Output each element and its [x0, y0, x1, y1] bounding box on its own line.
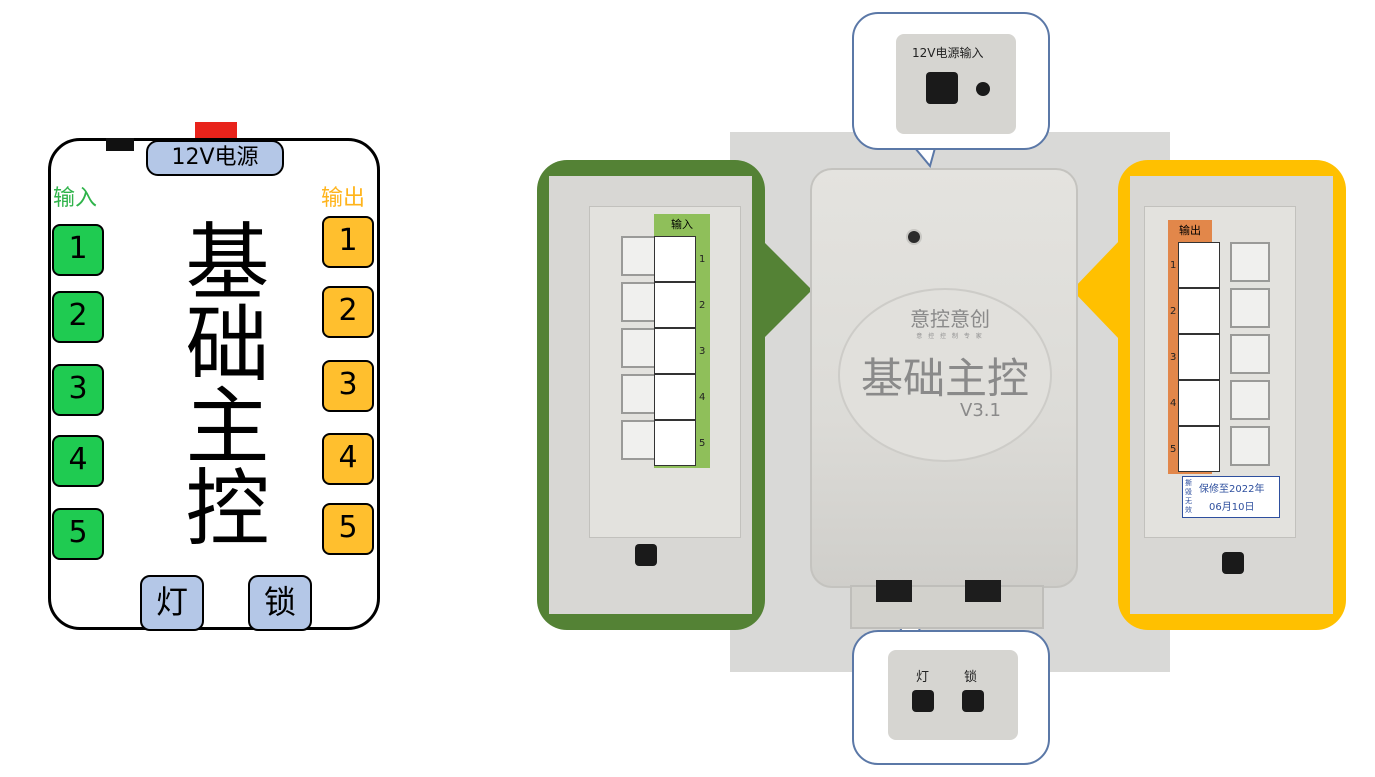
output-side-jack [1222, 552, 1244, 574]
output-label-cell [1178, 242, 1220, 288]
lock-button: 锁 [248, 575, 312, 631]
warranty-line2: 06月10日 [1209, 502, 1255, 513]
brand-logo: 意控意创 [910, 307, 990, 331]
product-name: 基础主控 [860, 354, 1029, 403]
output-port-1: 1 [322, 216, 374, 268]
output-connector-2 [1230, 288, 1270, 328]
schematic-diagram: 12V电源 输入 输出 1 2 3 4 5 1 2 3 4 5 基础主控 灯 锁 [0, 0, 400, 777]
output-label-cell [1178, 288, 1220, 334]
power-input-text: 12V电源输入 [912, 46, 984, 60]
output-num-1: 1 [1170, 260, 1177, 271]
output-strip-label: 输出 [1168, 220, 1212, 242]
output-connector-3 [1230, 334, 1270, 374]
input-label-cell [654, 328, 696, 374]
mount-tab [850, 585, 1044, 629]
lock-dc-jack [962, 690, 984, 712]
input-label-cell [654, 420, 696, 466]
input-port-3: 3 [52, 364, 104, 416]
output-pointer [1072, 240, 1120, 340]
warranty-sticker: 撕毁无效 保修至2022年 06月10日 [1182, 476, 1280, 518]
input-pointer [762, 240, 812, 340]
output-side-callout: 输出 1 2 3 4 5 撕毁无效 保修至2022年 06月10日 [1118, 160, 1346, 630]
input-num-5: 5 [699, 438, 706, 449]
warranty-line1: 保修至2022年 [1199, 484, 1265, 495]
input-num-1: 1 [699, 254, 706, 265]
indicator-tab [106, 138, 134, 151]
output-port-3: 3 [322, 360, 374, 412]
input-port-2: 2 [52, 291, 104, 343]
output-port-2: 2 [322, 286, 374, 338]
top-pointer [912, 147, 937, 169]
input-side-jack [635, 544, 657, 566]
input-port-4: 4 [52, 435, 104, 487]
input-num-4: 4 [699, 392, 706, 403]
warranty-seal: 撕毁无效 [1185, 479, 1192, 514]
output-title: 输出 [321, 186, 366, 211]
input-num-2: 2 [699, 300, 706, 311]
output-connector-1 [1230, 242, 1270, 282]
output-port-5: 5 [322, 503, 374, 555]
input-strip-label: 输入 [654, 214, 710, 236]
lamp-dc-jack [912, 690, 934, 712]
output-side-photo: 输出 1 2 3 4 5 撕毁无效 保修至2022年 06月10日 [1130, 176, 1333, 614]
output-num-5: 5 [1170, 444, 1177, 455]
lock-text: 锁 [964, 670, 978, 685]
reset-hole [976, 82, 990, 96]
power-input-callout: 12V电源输入 [852, 12, 1050, 150]
power-tab [195, 122, 237, 140]
input-label-cell [654, 374, 696, 420]
input-port-5: 5 [52, 508, 104, 560]
center-title: 基础主控 [172, 218, 270, 546]
output-connector-5 [1230, 426, 1270, 466]
output-num-3: 3 [1170, 352, 1177, 363]
output-port-4: 4 [322, 433, 374, 485]
lamp-text: 灯 [916, 670, 930, 685]
output-label-cell [1178, 334, 1220, 380]
input-label-cell [654, 236, 696, 282]
input-title: 输入 [53, 186, 98, 211]
input-side-callout: 输入 1 2 3 4 5 [537, 160, 765, 630]
product-label-sticker [840, 290, 1050, 460]
power-label: 12V电源 [146, 140, 284, 176]
input-num-3: 3 [699, 346, 706, 357]
lamp-lock-callout: 灯 锁 [852, 630, 1050, 765]
output-connector-4 [1230, 380, 1270, 420]
led-indicator [908, 231, 920, 243]
input-port-1: 1 [52, 224, 104, 276]
input-side-photo: 输入 1 2 3 4 5 [549, 176, 752, 614]
output-label-cell [1178, 380, 1220, 426]
bottom-side-photo [888, 650, 1018, 740]
input-label-cell [654, 282, 696, 328]
product-version: V3.1 [960, 400, 1001, 421]
brand-subtitle: 意 控 控 制 专 家 [916, 333, 984, 340]
output-num-2: 2 [1170, 306, 1177, 317]
lamp-jack [876, 580, 912, 602]
dc-jack [926, 72, 958, 104]
output-num-4: 4 [1170, 398, 1177, 409]
lock-jack [965, 580, 1001, 602]
output-label-cell [1178, 426, 1220, 472]
lamp-button: 灯 [140, 575, 204, 631]
